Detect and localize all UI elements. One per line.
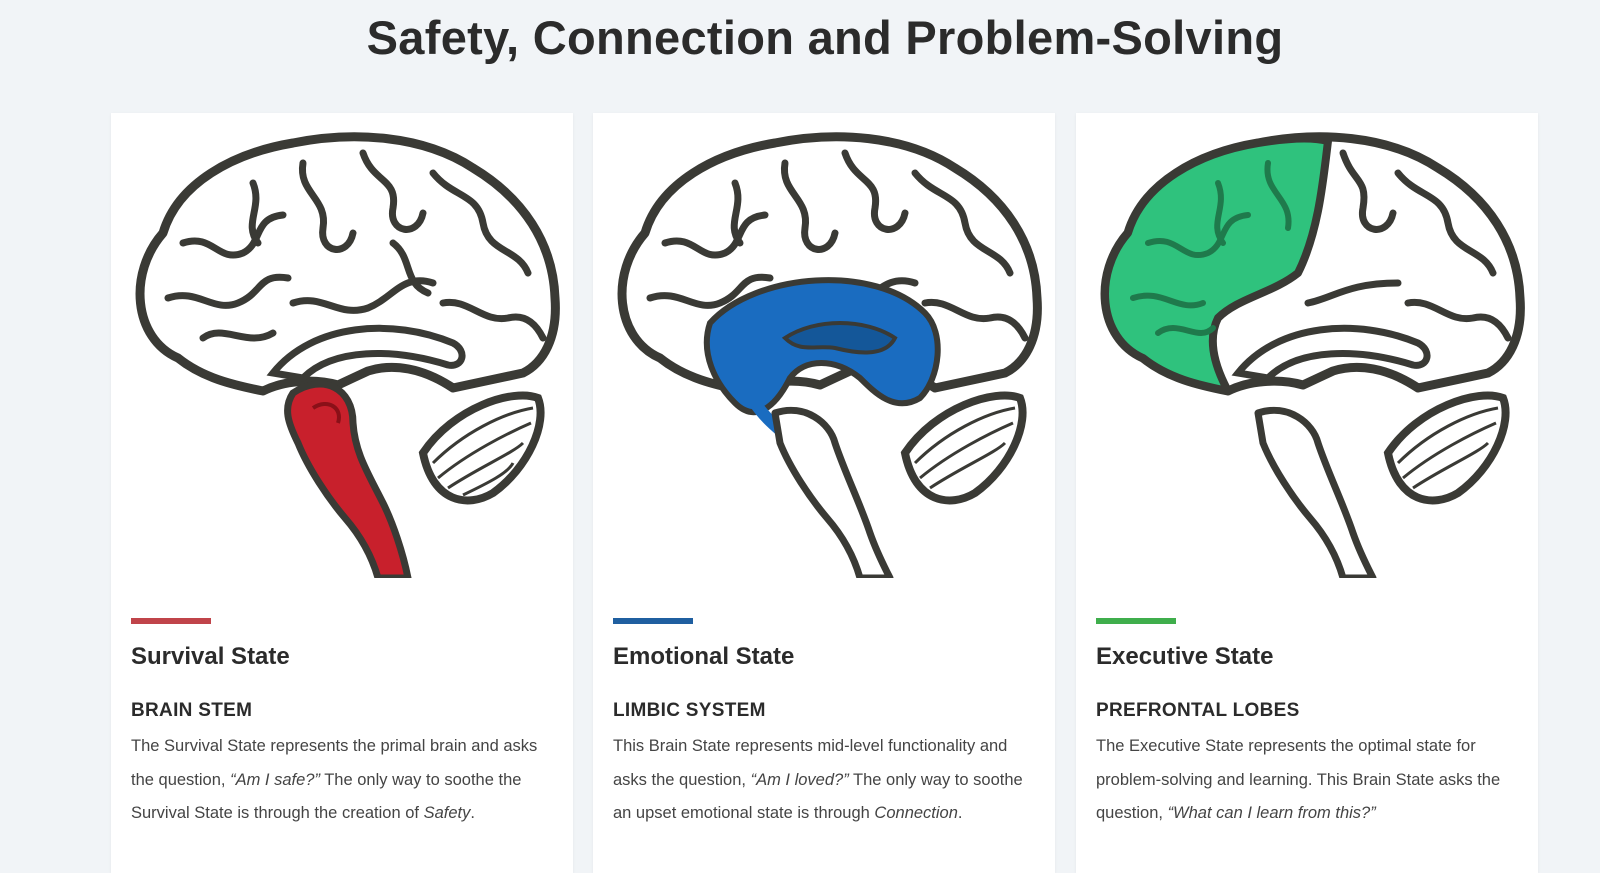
page-title: Safety, Connection and Problem-Solving [366, 11, 1284, 64]
brain-illustration-limbic-system [617, 132, 1042, 578]
accent-bar [131, 618, 211, 624]
state-description: This Brain State represents mid-level fu… [613, 737, 1023, 822]
state-title: Survival State [131, 643, 290, 670]
state-description: The Survival State represents the primal… [131, 737, 538, 822]
region-label: LIMBIC SYSTEM [613, 700, 766, 721]
accent-bar [613, 618, 693, 624]
state-title: Emotional State [613, 643, 795, 670]
survival-state-card: Survival State BRAIN STEM The Survival S… [111, 113, 573, 873]
accent-bar [1096, 618, 1176, 624]
brain-illustration-brain-stem [135, 132, 560, 578]
state-title: Executive State [1096, 643, 1274, 670]
region-label: PREFRONTAL LOBES [1096, 700, 1300, 721]
executive-state-card: Executive State PREFRONTAL LOBES The Exe… [1076, 113, 1538, 873]
brain-illustration-prefrontal-lobes [1100, 132, 1525, 578]
emotional-state-card: Emotional State LIMBIC SYSTEM This Brain… [593, 113, 1055, 873]
region-label: BRAIN STEM [131, 700, 253, 721]
state-description: The Executive State represents the optim… [1096, 737, 1501, 822]
